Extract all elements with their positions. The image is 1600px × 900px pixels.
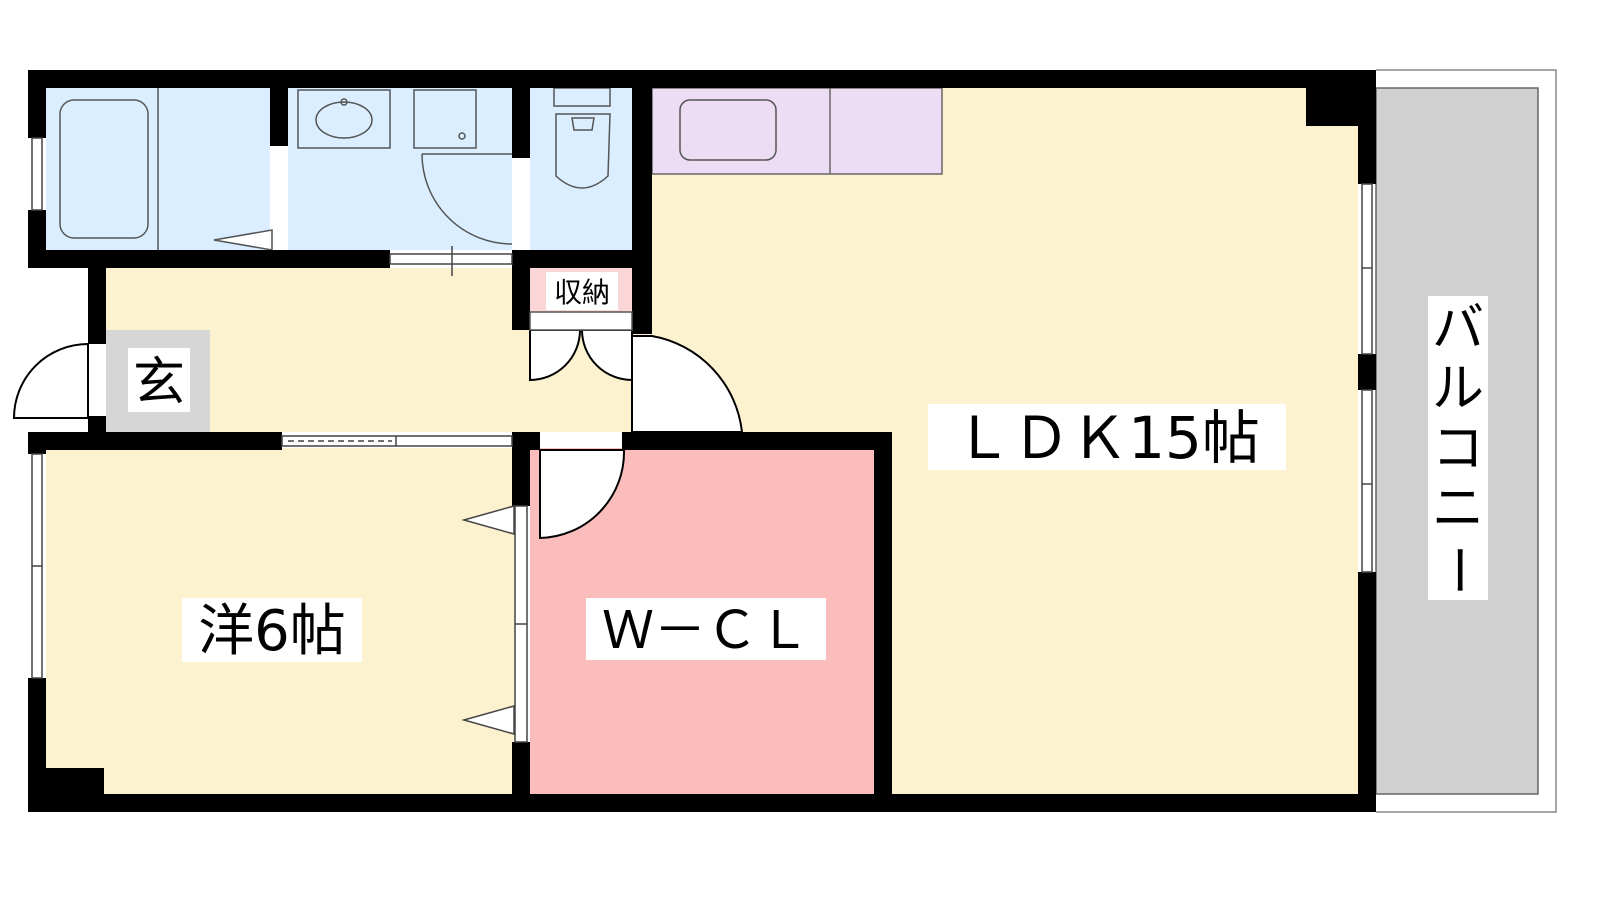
storage-label: 収納 — [554, 276, 610, 309]
balcony-label-char-2: ル — [1432, 359, 1484, 419]
entrance-label: 玄 — [133, 353, 185, 413]
closet-door-swing-icon — [539, 449, 626, 540]
washing-machine-icon — [413, 89, 477, 149]
balcony-label-char-4: ニ — [1432, 479, 1484, 539]
fixtures — [59, 87, 777, 251]
toilet-floor — [530, 88, 632, 250]
balcony-label-char-3: コ — [1432, 419, 1484, 479]
storage-door-swing-left-icon — [529, 329, 582, 382]
ldk-door-swing-icon — [631, 335, 744, 433]
bath-door-icon — [213, 229, 273, 251]
kitchen-counter — [651, 87, 943, 175]
walls — [28, 70, 1376, 812]
ldk-label: ＬＤＫ15帖 — [954, 404, 1260, 472]
western-room-label: 洋6帖 — [198, 599, 346, 664]
balcony-label-char-1: バ — [1432, 299, 1484, 359]
storage-door-swing-right-icon — [580, 329, 633, 382]
front-door-swing-icon — [12, 342, 89, 419]
hall-sliding-door — [389, 253, 513, 265]
bathtub-icon — [59, 99, 149, 239]
vanity-icon — [297, 89, 391, 149]
sink-icon — [315, 101, 373, 139]
openings — [31, 137, 1373, 743]
washroom-floor — [288, 88, 512, 250]
closet-door-arrow-lower — [461, 705, 515, 735]
room-sliding-door — [281, 435, 513, 447]
closet-door-arrow-upper — [461, 505, 515, 535]
washroom-door-swing-icon — [421, 153, 513, 245]
balcony-label-char-5: ー — [1427, 544, 1487, 596]
walk-in-closet-label: Ｗ－ＣＬ — [602, 601, 810, 661]
swing-doors — [12, 311, 744, 540]
room-labels: ＬＤＫ15帖 洋6帖 Ｗ－ＣＬ 収納 玄 バ ル コ ニ ー — [128, 272, 1488, 664]
toilet-bowl-icon — [555, 113, 611, 189]
